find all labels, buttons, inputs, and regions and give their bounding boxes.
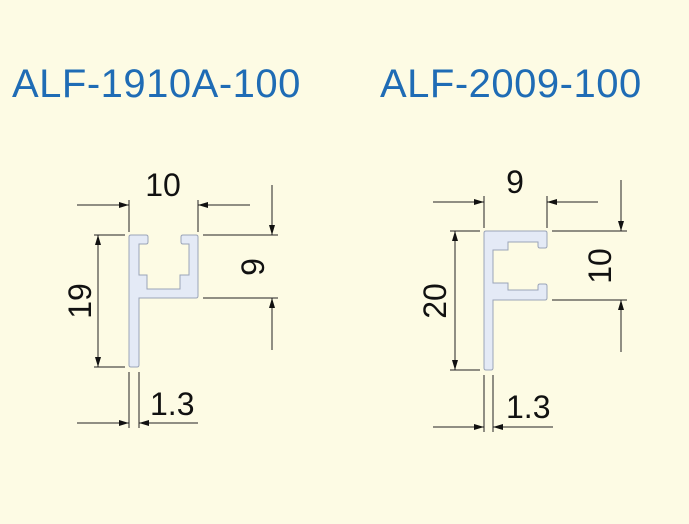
dim-height: 19: [62, 283, 98, 319]
dim-width: 10: [145, 167, 181, 203]
profile-shape: [483, 230, 548, 371]
title-alf-2009-100: ALF-2009-100: [380, 62, 642, 106]
dim-width: 9: [506, 164, 524, 200]
title-alf-1910a-100: ALF-1910A-100: [12, 62, 301, 106]
profile-shape: [128, 234, 199, 368]
dim-thickness: 1.3: [506, 389, 550, 425]
dim-channel-height: 9: [235, 258, 271, 276]
profile-alf-2009-100: 9 10 20 1.3: [417, 164, 627, 432]
profile-alf-1910a-100: 10 9 19 1.3: [62, 167, 278, 428]
dim-height: 20: [417, 283, 453, 319]
dim-channel-height: 10: [582, 248, 618, 284]
dim-thickness: 1.3: [150, 386, 194, 422]
